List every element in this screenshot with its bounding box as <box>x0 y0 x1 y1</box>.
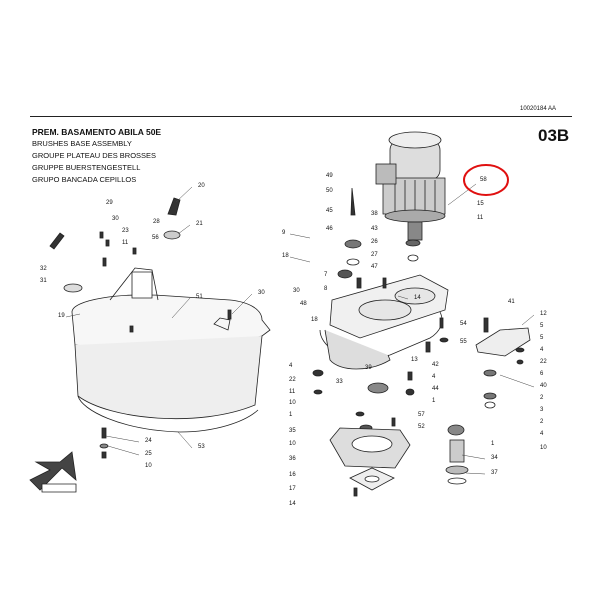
callout-label: 4 <box>432 374 436 380</box>
callout-label: 4 <box>540 347 544 353</box>
pulley-arm <box>445 317 531 485</box>
subtitle-en: BRUSHES BASE ASSEMBLY <box>32 139 132 148</box>
section-code: 03B <box>538 126 570 145</box>
callout-label: 4 <box>289 363 293 369</box>
callout-label: 10 <box>145 463 152 469</box>
callout-label: 21 <box>196 221 203 227</box>
gear-housing <box>319 274 449 370</box>
callout-label: 10 <box>289 400 296 406</box>
center-parts <box>312 187 449 432</box>
callout-label: 9 <box>282 230 286 236</box>
callout-label: 11 <box>289 389 296 395</box>
callout-label: 10 <box>289 441 296 447</box>
callout-label: 57 <box>418 412 425 418</box>
callout-label: 41 <box>508 299 515 305</box>
callout-label: 22 <box>540 359 547 365</box>
title-block: PREM. BASAMENTO ABILA 50E BRUSHES BASE A… <box>32 126 161 186</box>
callout-label: 22 <box>289 377 296 383</box>
callout-label: 48 <box>300 301 307 307</box>
callout-label: 44 <box>432 386 439 392</box>
callout-label: 18 <box>282 253 289 259</box>
left-hardware <box>49 197 232 459</box>
callout-label: 38 <box>371 211 378 217</box>
callout-label: 32 <box>40 266 47 272</box>
callout-label: 34 <box>491 455 498 461</box>
callout-label: 11 <box>477 215 484 221</box>
document-reference: 10020184 AA <box>520 106 557 112</box>
motor <box>375 131 446 241</box>
callout-label: 30 <box>293 288 300 294</box>
callout-label: 46 <box>326 226 333 232</box>
callout-label: 10 <box>540 445 547 451</box>
callout-label: 58 <box>480 177 487 183</box>
brush-base-cover <box>63 267 271 433</box>
callout-label: 49 <box>326 173 333 179</box>
callout-label: 13 <box>411 357 418 363</box>
callout-label: 14 <box>414 295 421 301</box>
hub-and-flange <box>329 427 411 497</box>
callout-label: 28 <box>153 219 160 225</box>
callout-label: 18 <box>311 317 318 323</box>
callout-label: 37 <box>491 470 498 476</box>
callout-label: 11 <box>122 240 129 246</box>
callout-label: 47 <box>371 264 378 270</box>
callout-label: 3 <box>540 407 544 413</box>
assembly-title: PREM. BASAMENTO ABILA 50E <box>32 127 162 137</box>
callout-label: 4 <box>540 431 544 437</box>
leader-lines <box>65 183 535 475</box>
callout-label: 30 <box>112 216 119 222</box>
callout-label: 50 <box>326 188 333 194</box>
callout-label: 17 <box>289 486 296 492</box>
callout-label: 2 <box>540 395 544 401</box>
callout-label: 30 <box>258 290 265 296</box>
callout-label: 36 <box>289 456 296 462</box>
callout-label: 25 <box>145 451 152 457</box>
callout-label: 39 <box>365 365 372 371</box>
subtitle-de: GRUPPE BUERSTENGESTELL <box>32 163 141 172</box>
callout-label: 1 <box>491 441 495 447</box>
callout-label: 20 <box>198 183 205 189</box>
callout-label: 40 <box>540 383 547 389</box>
callout-label: 55 <box>460 339 467 345</box>
header-rule <box>30 116 572 117</box>
callout-label: 51 <box>196 294 203 300</box>
callout-label: 43 <box>371 226 378 232</box>
callout-label: 53 <box>198 444 205 450</box>
callout-label: 6 <box>540 371 544 377</box>
callout-label: 26 <box>371 239 378 245</box>
callout-label: 14 <box>289 501 296 507</box>
callout-label: 56 <box>152 235 159 241</box>
callout-label: 5 <box>540 335 544 341</box>
callout-label: 19 <box>58 313 65 319</box>
highlight-circle <box>463 164 509 196</box>
callout-label: 54 <box>460 321 467 327</box>
callout-label: 1 <box>289 412 293 418</box>
callout-label: 7 <box>324 272 328 278</box>
subtitle-fr: GROUPE PLATEAU DES BROSSES <box>32 151 157 160</box>
callout-label: 8 <box>324 286 328 292</box>
callout-label: 29 <box>106 200 113 206</box>
callout-label: 31 <box>40 278 47 284</box>
callout-label: 27 <box>371 252 378 258</box>
callout-label: 35 <box>289 428 296 434</box>
callout-label: 33 <box>336 379 343 385</box>
callout-label: 5 <box>540 323 544 329</box>
callout-label: 45 <box>326 208 333 214</box>
callout-label: 23 <box>122 228 129 234</box>
direction-arrow-icon <box>29 451 77 493</box>
callout-label: 1 <box>432 398 436 404</box>
callout-label: 12 <box>540 311 547 317</box>
subtitle-es: GRUPO BANCADA CEPILLOS <box>32 175 137 184</box>
callout-label: 24 <box>145 438 152 444</box>
callout-label: 52 <box>418 424 425 430</box>
callout-label: 2 <box>540 419 544 425</box>
callout-label: 15 <box>477 201 484 207</box>
callout-label: 16 <box>289 472 296 478</box>
callout-label: 42 <box>432 362 439 368</box>
